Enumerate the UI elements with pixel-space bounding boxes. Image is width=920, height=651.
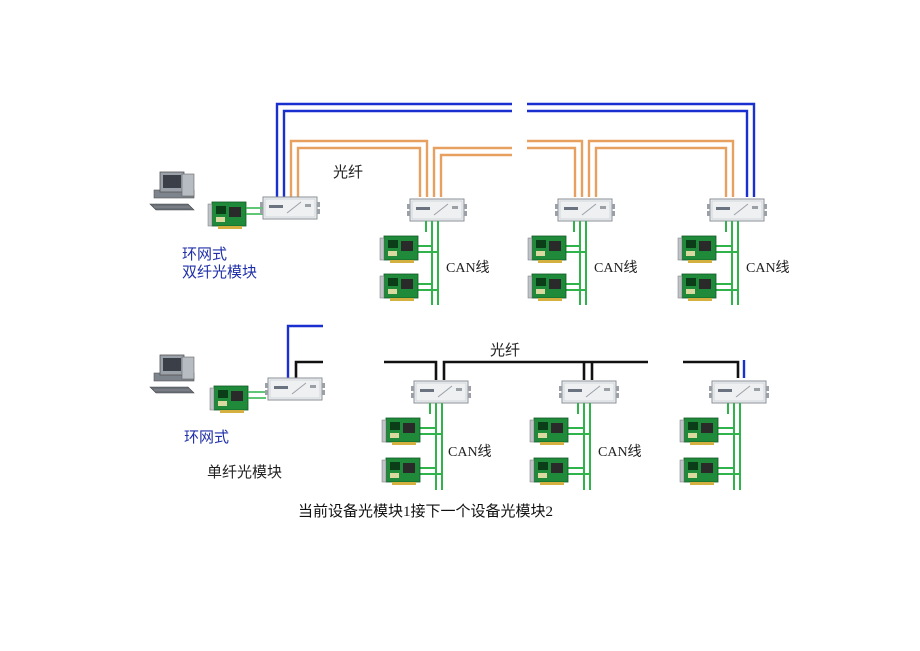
bottom-can-label-2: CAN线 [598,445,642,460]
bottom-ring-section [149,324,770,490]
black-fiber-lines [294,360,740,380]
fiber-module-icon [708,380,770,404]
top-fiber-label: 光纤 [333,163,364,181]
can-bus-lines [568,403,591,490]
top-can-label-1: CAN线 [446,261,490,276]
can-card-icon [209,385,249,414]
can-card-icon [529,417,569,446]
bottom-fiber-label: 光纤 [490,341,521,359]
top-mode-label-line2: 双纤光模块 [182,263,258,281]
bottom-can-label-1: CAN线 [448,445,492,460]
fiber-module-icon [410,380,472,404]
can-card-icon [527,273,567,302]
fiber-module-icon [259,196,321,220]
fiber-module-icon [406,198,468,222]
can-bus-lines [716,403,741,490]
fiber-module-icon [264,377,326,401]
computer-icon [149,354,195,394]
bottom-mode-label-line1: 环网式 [184,428,230,446]
can-card-icon [679,457,719,486]
blue-fiber-lines [275,102,756,197]
fiber-module-icon [554,198,616,222]
can-card-icon [379,235,419,264]
top-can-label-3: CAN线 [746,261,790,276]
can-card-icon [381,417,421,446]
can-card-icon [677,273,717,302]
top-mode-label-line1: 环网式 [182,245,228,263]
can-bus-lines [566,221,587,305]
computer-icon [149,171,195,211]
can-bus-lines [418,221,439,305]
diagram-caption: 当前设备光模块1接下一个设备光模块2 [298,504,554,520]
fiber-module-icon [706,198,768,222]
can-card-icon [381,457,421,486]
top-ring-section [149,102,768,305]
can-card-icon [679,417,719,446]
top-can-label-2: CAN线 [594,261,638,276]
can-card-icon [677,235,717,264]
can-card-icon [527,235,567,264]
can-bus-lines [420,403,443,490]
can-card-icon [379,273,419,302]
can-card-icon [207,201,247,230]
can-bus-lines [716,221,739,305]
fiber-module-icon [558,380,620,404]
orange-fiber-lines [289,139,735,197]
blue-fiber-lines [286,324,746,378]
can-card-icon [529,457,569,486]
bottom-mode-label-line2: 单纤光模块 [207,463,283,481]
